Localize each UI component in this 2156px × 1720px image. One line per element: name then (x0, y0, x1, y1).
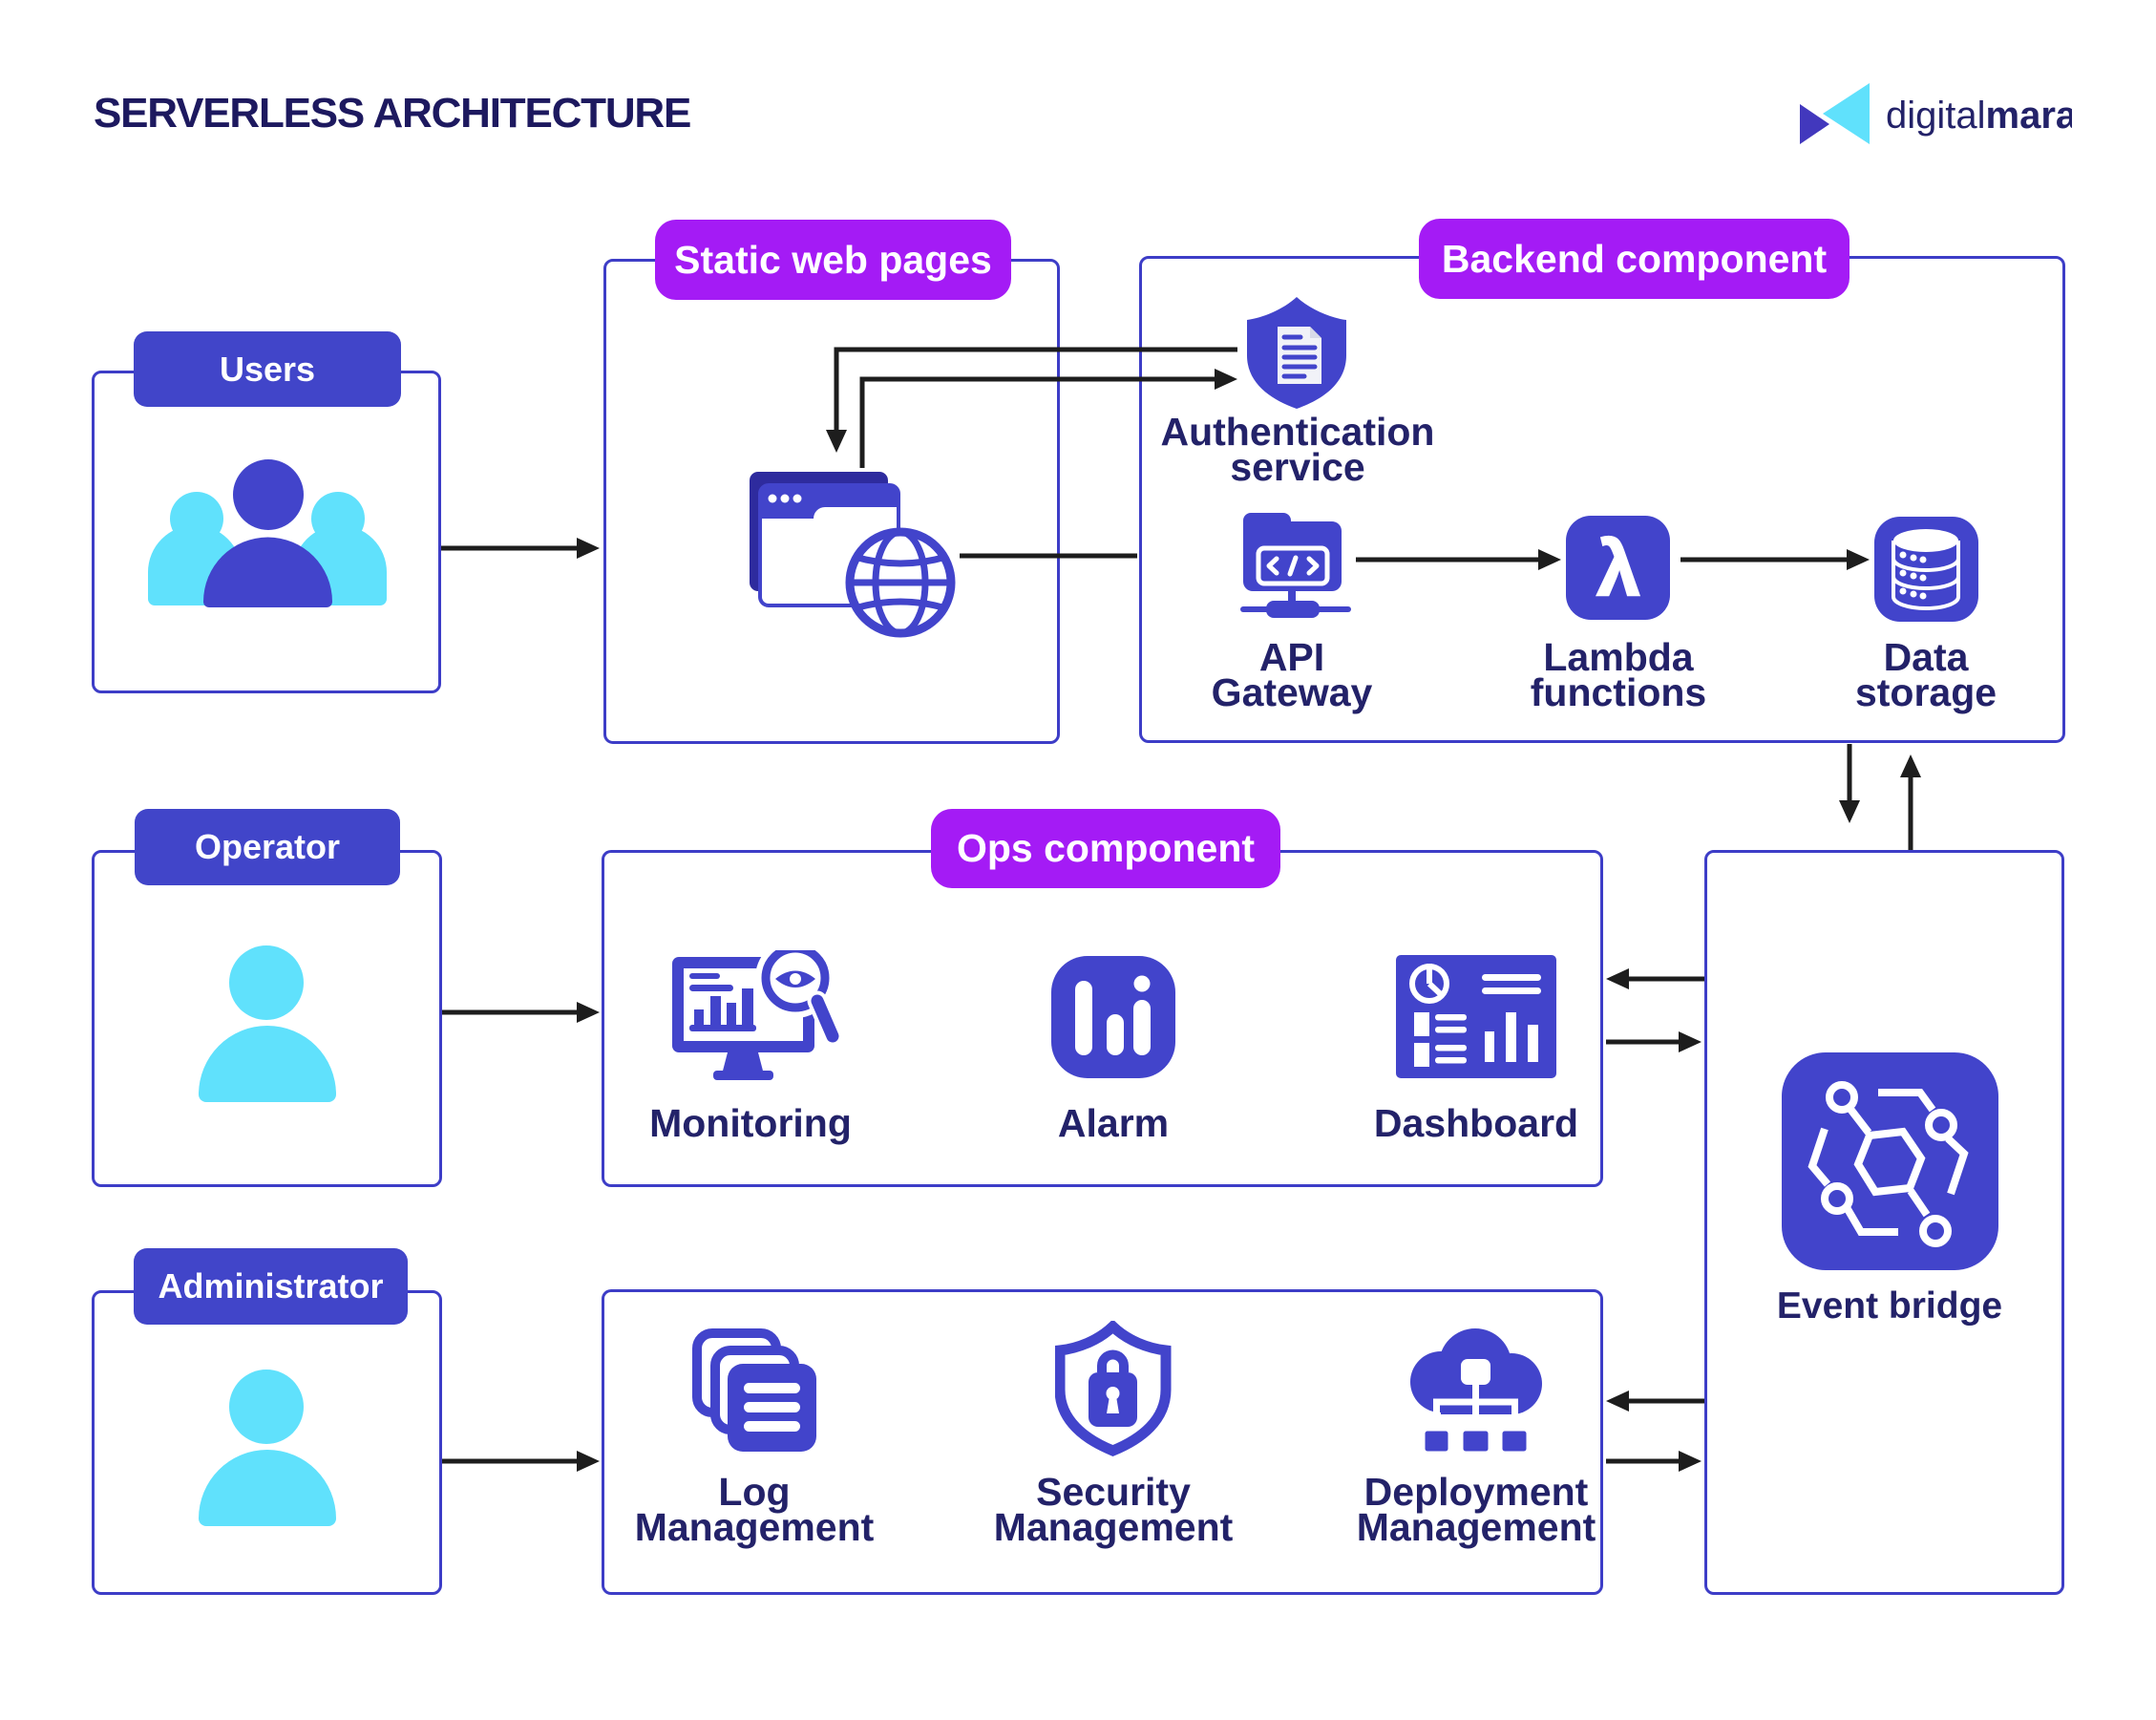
svg-text:λ: λ (1596, 525, 1640, 612)
svg-text:digitalmara: digitalmara (1886, 95, 2072, 137)
